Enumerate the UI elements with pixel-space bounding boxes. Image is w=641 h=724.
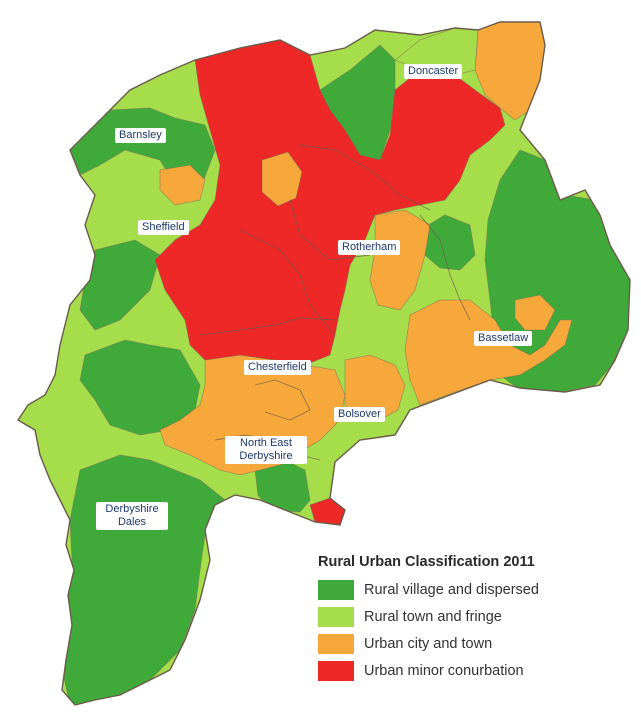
- legend-title: Rural Urban Classification 2011: [318, 554, 535, 570]
- boundary-line: [239, 229, 336, 336]
- boundary-line: [254, 379, 311, 421]
- area-urban-city-sheffield-inner: [261, 151, 303, 207]
- boundary-line: [199, 317, 336, 336]
- legend-swatch: [318, 661, 354, 681]
- legend-swatch: [318, 607, 354, 627]
- boundary-line: [289, 199, 371, 261]
- legend-swatch: [318, 634, 354, 654]
- legend-item-rural-village: Rural village and dispersed: [318, 580, 641, 600]
- label-bolsover: Bolsover: [334, 407, 385, 422]
- legend-label: Urban minor conurbation: [364, 663, 524, 679]
- area-urban-city-rotherham: [369, 209, 431, 311]
- boundary-line: [419, 214, 471, 321]
- label-chesterfield: Chesterfield: [244, 360, 311, 375]
- area-rural-village-rotherham-east: [419, 214, 476, 271]
- legend-label: Rural town and fringe: [364, 609, 502, 625]
- label-doncaster: Doncaster: [404, 64, 463, 79]
- label-bassetlaw: Bassetlaw: [474, 331, 533, 346]
- area-urban-city-bassetlaw-north: [514, 294, 556, 331]
- area-urban-city-barnsley-south: [159, 164, 206, 206]
- legend-swatch: [318, 580, 354, 600]
- label-north-east-derbyshire: North East Derbyshire: [225, 436, 307, 464]
- area-rural-village-sheffield-west: [79, 239, 161, 331]
- legend-label: Rural village and dispersed: [364, 582, 539, 598]
- legend-items: Rural village and dispersed Rural town a…: [318, 580, 641, 681]
- label-barnsley: Barnsley: [115, 128, 166, 143]
- label-sheffield: Sheffield: [138, 220, 189, 235]
- legend: Rural Urban Classification 2011 Rural vi…: [318, 554, 641, 688]
- area-urban-minor-sheffield-rotherham: [154, 39, 506, 366]
- legend-item-urban-city: Urban city and town: [318, 634, 641, 654]
- label-derbyshire-dales: Derbyshire Dales: [96, 502, 168, 530]
- boundary-line: [299, 144, 431, 211]
- legend-item-urban-minor: Urban minor conurbation: [318, 661, 641, 681]
- area-urban-city-bassetlaw-town: [404, 299, 573, 406]
- legend-label: Urban city and town: [364, 636, 493, 652]
- label-rotherham: Rotherham: [338, 240, 401, 255]
- legend-item-rural-town: Rural town and fringe: [318, 607, 641, 627]
